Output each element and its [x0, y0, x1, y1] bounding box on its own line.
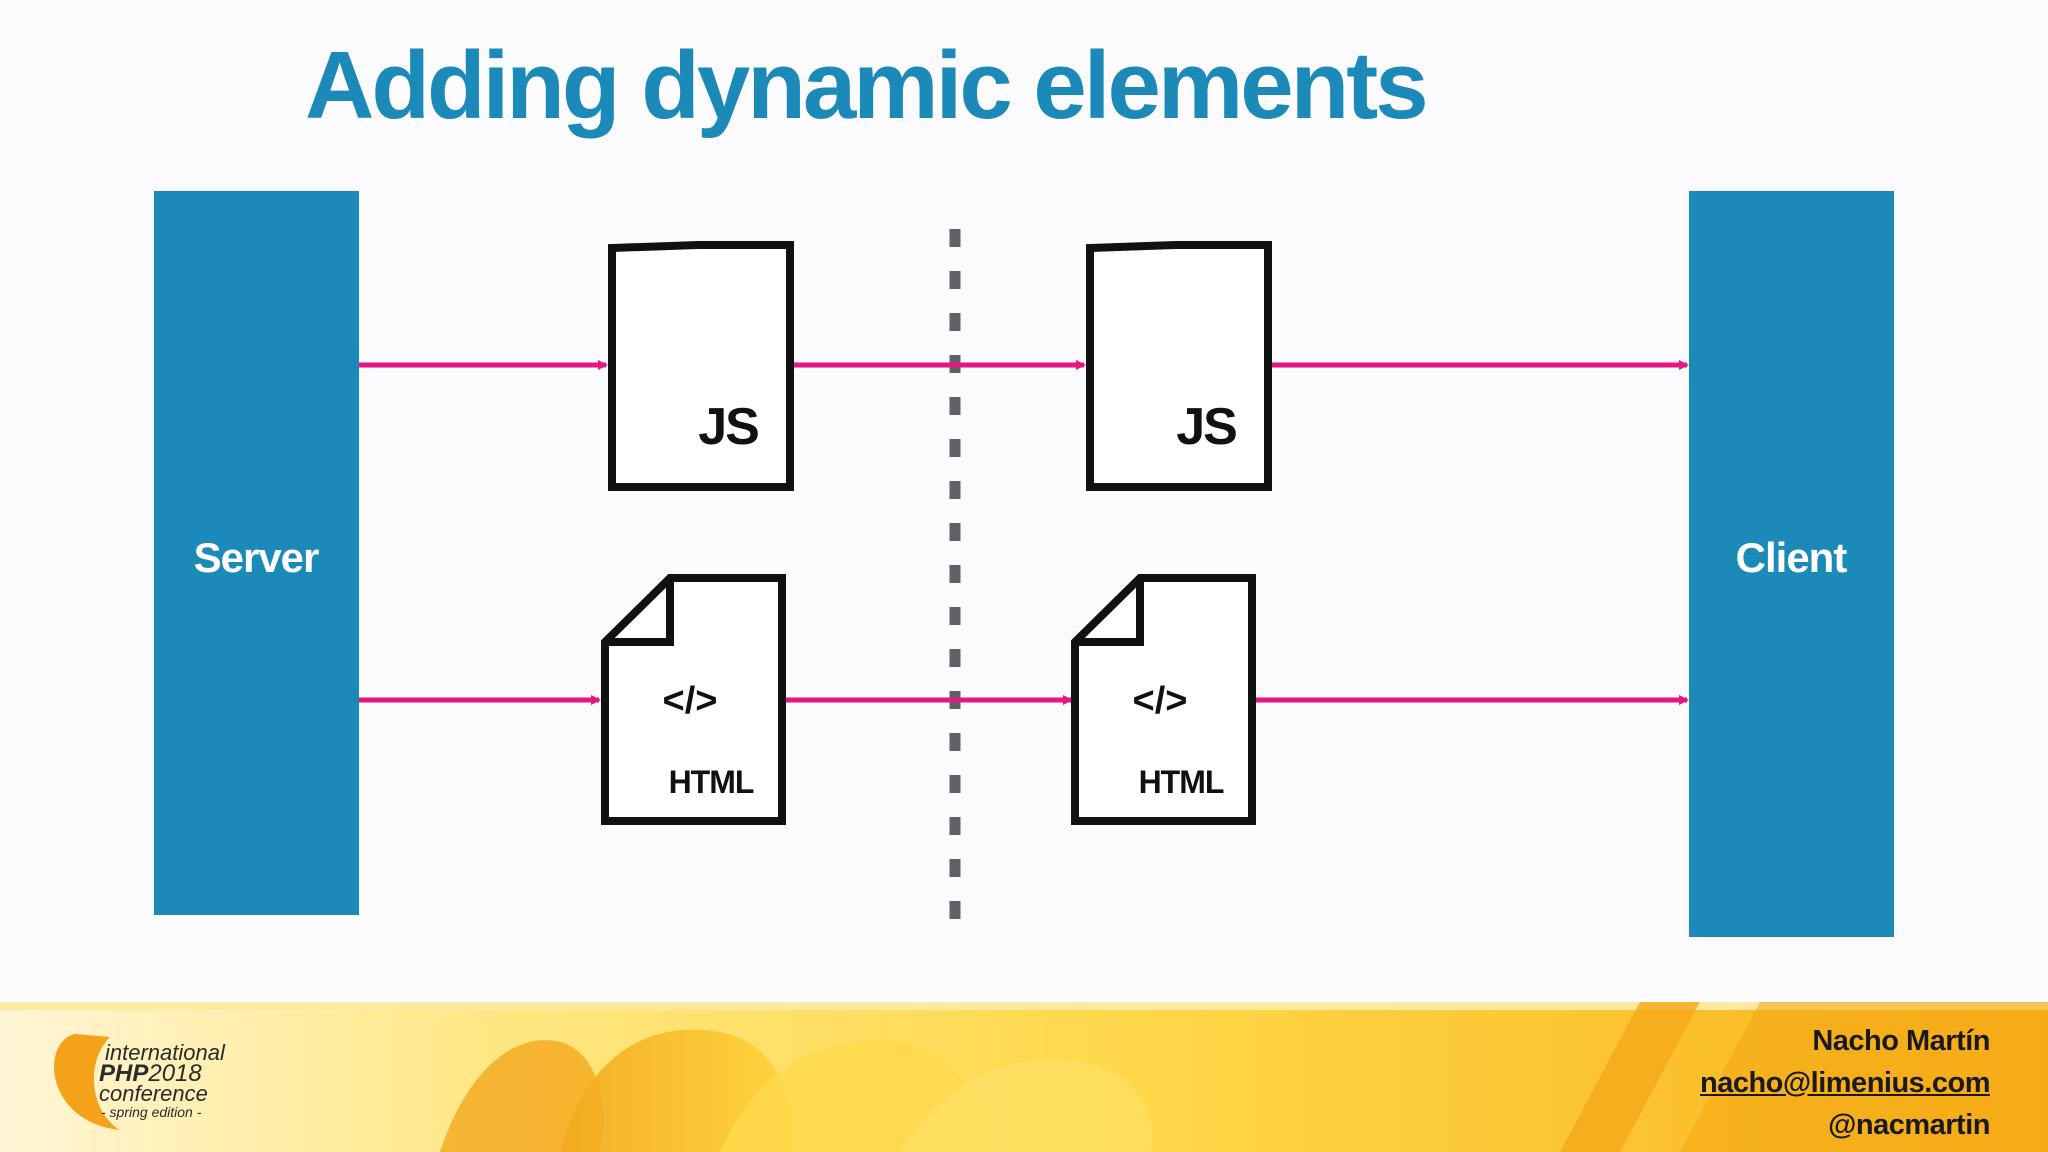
conference-logo-brand: PHP: [99, 1060, 149, 1087]
conference-logo-line2: PHP2018: [99, 1060, 202, 1088]
html-document-server: </> HTML: [601, 574, 786, 825]
footer-background: [0, 1002, 2048, 1152]
conference-logo-line4: - spring edition -: [101, 1104, 202, 1120]
client-label: Client: [1736, 534, 1848, 581]
server-label: Server: [194, 534, 319, 581]
author-name: Nacho Martín: [1812, 1025, 1990, 1057]
conference-logo-year: 2018: [148, 1060, 202, 1087]
js-label-client: JS: [1176, 398, 1236, 456]
slide-title: Adding dynamic elements: [305, 32, 1429, 139]
html-code-icon-client: </>: [1133, 680, 1188, 722]
conference-logo-line1: international: [105, 1040, 225, 1065]
js-label-server: JS: [698, 398, 758, 456]
author-email-link[interactable]: nacho@limenius.com: [1699, 1067, 1991, 1099]
js-document-client: JS: [1086, 241, 1272, 491]
html-label-server: HTML: [669, 764, 754, 800]
client-box: Client: [1689, 191, 1894, 937]
conference-logo: international PHP2018 conference - sprin…: [55, 1024, 305, 1134]
js-document-server: JS: [608, 241, 794, 491]
html-label-client: HTML: [1139, 764, 1224, 800]
author-info: Nacho Martín nacho@limenius.com @nacmart…: [1699, 1020, 1991, 1146]
server-box: Server: [154, 191, 359, 915]
footer-band: international PHP2018 conference - sprin…: [0, 1002, 2048, 1152]
conference-logo-line3: conference: [99, 1081, 208, 1106]
html-code-icon-server: </>: [663, 680, 718, 722]
diagram: Server Client JS JS </> HTML </>: [154, 191, 1894, 937]
html-document-client: </> HTML: [1071, 574, 1256, 825]
author-handle: @nacmartin: [1828, 1109, 1990, 1141]
